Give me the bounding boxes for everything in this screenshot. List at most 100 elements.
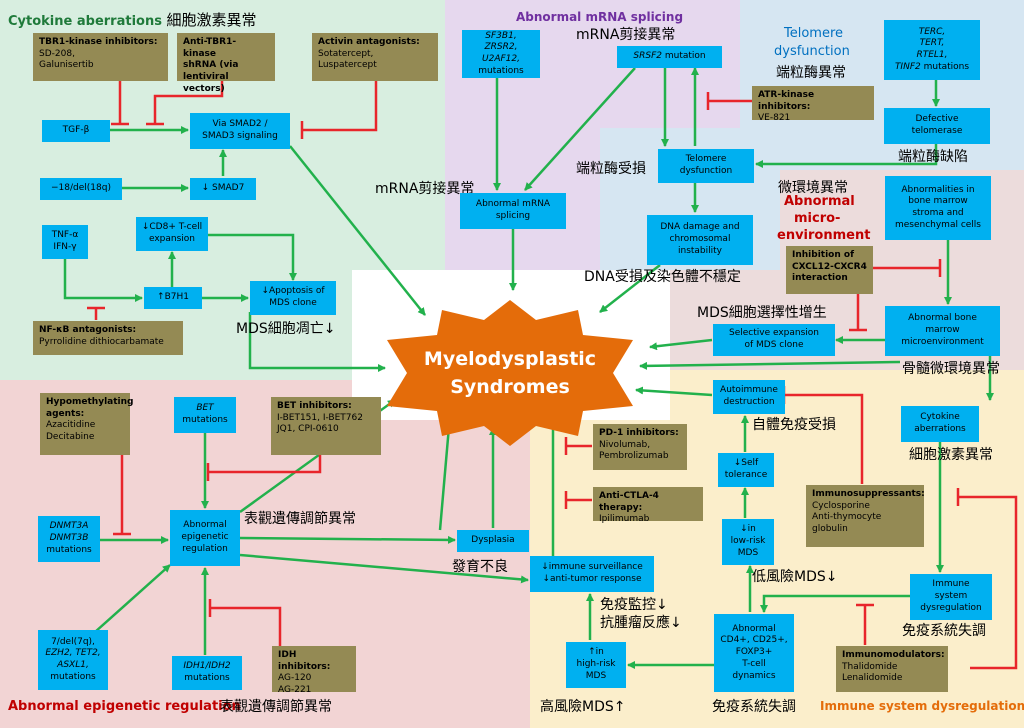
apoptosis-line1: ↓Apoptosis of (261, 286, 325, 297)
telomere-title-1: Telomere (784, 26, 844, 41)
cytokine-ab-line1: Cytokine (920, 412, 960, 423)
tbr1-inhibitors-line1: SD-208, (39, 48, 75, 59)
dna-line2: chromosomal (669, 234, 731, 245)
tbr1-inhibitors-box: TBR1-kinase inhibitors: SD-208, Galunise… (33, 33, 168, 81)
inhibit-immunomod (856, 603, 874, 645)
epi-reg-line3: regulation (182, 543, 228, 554)
treg-line4: T-cell (742, 658, 766, 669)
abn-marrow-line1: Abnormal bone (908, 313, 977, 324)
arrow-epi-surv (239, 553, 529, 584)
inhibit-nfkb (87, 306, 105, 320)
idh-inhib-heading: IDH inhibitors: (278, 650, 331, 672)
dna-label-zh: DNA受損及染色體不穩定 (584, 269, 741, 285)
bet-mutations-box: BET mutations (174, 397, 236, 433)
mrna-title: Abnormal mRNA splicing (516, 10, 684, 24)
splicing-line1: Abnormal mRNA (475, 199, 551, 210)
inhibit-bracket (956, 488, 1018, 670)
center-line-1: Myelodysplastic (423, 347, 597, 370)
selective-line1: Selective expansion (728, 328, 820, 339)
terc-line2: TERT, (919, 38, 945, 49)
srsf2-text: mutation (661, 51, 706, 62)
cxcl-line2: CXCL12-CXCR4 (792, 261, 867, 272)
treg-box: Abnormal CD4+, CD25+, FOXP3+ T-cell dyna… (714, 614, 794, 692)
defective-line1: Defective (915, 114, 959, 125)
selective-line2: of MDS clone (744, 340, 804, 350)
hypometh-heading1: Hypomethylating (46, 397, 134, 407)
telomere-title-2: dysfunction (774, 44, 850, 59)
micro-title-1: Abnormal (784, 194, 855, 209)
self-tol-line2: tolerance (724, 470, 768, 480)
low-risk-box: ↓in low-risk MDS (722, 519, 774, 565)
ctla4-line1: Ipilimumab (599, 514, 650, 525)
center-star (387, 300, 633, 446)
dna-damage-box: DNA damage and chromosomal instability (647, 215, 753, 265)
immune-dysregulation-box: Immune system dysregulation (910, 574, 992, 620)
arrow-tnf-b7h1 (63, 258, 143, 302)
nfkb-antagonists-box: NF-κB antagonists: Pyrrolidine dithiocar… (33, 321, 183, 355)
low-risk-line2: low-risk (730, 536, 766, 547)
apoptosis-box: ↓Apoptosis of MDS clone (250, 281, 336, 315)
high-risk-line3: MDS (585, 670, 607, 681)
abn-marrow-line2: marrow (925, 325, 960, 336)
sf3b1-line2: ZRSR2, (484, 42, 518, 53)
defective-line2: telomerase (911, 126, 963, 136)
ctla4-box: Anti-CTLA-4 therapy: Ipilimumab (593, 487, 703, 524)
self-tolerance-box: ↓Self tolerance (718, 453, 774, 487)
nfkb-heading: NF-κB antagonists: (39, 325, 137, 335)
mds-sel-label-zh: MDS細胞選擇性增生 (697, 305, 827, 321)
inhibit-idh (208, 599, 282, 648)
splicing-line2: splicing (495, 211, 531, 221)
low-risk-label-zh: 低風險MDS↓ (752, 569, 838, 585)
micro-title-zh: 微環境異常 (778, 180, 848, 196)
immunosuppressants-box: Immunosuppressants: Cyclosporine Anti-th… (806, 485, 925, 547)
autoimmune-line2: destruction (723, 397, 775, 407)
epigenetic-title: Abnormal epigenetic regulation (8, 699, 241, 714)
bet-mut-gene: BET (196, 403, 214, 414)
dnmt-box: DNMT3A DNMT3B mutations (38, 516, 100, 562)
telo-dys-line1: Telomere (685, 154, 727, 165)
autoimmune-line1: Autoimmune (720, 385, 778, 396)
telo-dys-line2: dysfunction (679, 166, 733, 176)
treg-line3: FOXP3+ (735, 647, 773, 658)
terc-line4b: mutations (920, 61, 970, 72)
inhibit-atr (706, 92, 752, 110)
arrow-srsf2-splicing (524, 67, 636, 191)
hypometh-heading2: agents: (46, 408, 85, 419)
smad23-box: Via SMAD2 / SMAD3 signaling (190, 113, 290, 149)
high-risk-line2: high-risk (576, 659, 616, 670)
atr-line1: VE-821 (758, 113, 791, 124)
anti-tbr1-line3: lentiviral vectors) (183, 72, 229, 94)
tbr1-inhibitors-heading: TBR1-kinase inhibitors: (39, 37, 158, 47)
ctla4-heading: Anti-CTLA-4 therapy: (599, 491, 659, 513)
immune-title-zh: 免疫系統失調 (712, 699, 796, 715)
dysplasia-label-zh: 發育不良 (452, 559, 508, 575)
pd1-line2: Pembrolizumab (599, 451, 669, 462)
cd8-line2: expansion (148, 234, 196, 244)
hypometh-line2: Decitabine (46, 432, 95, 443)
high-risk-label-zh: 高風險MDS↑ (540, 699, 626, 715)
terc-line3: RTEL1, (916, 50, 948, 60)
immunomod-line2: Lenalidomide (842, 673, 903, 684)
marrow-label-zh: 骨髓微環境異常 (902, 361, 1000, 377)
atr-inhibitors-box: ATR-kinase inhibitors: VE-821 (752, 86, 874, 123)
apop-label-zh: MDS細胞凋亡↓ (236, 321, 336, 337)
idh-mut-line2: mutations (184, 673, 230, 683)
marrow-line1: Abnormalities in (901, 184, 975, 195)
telo-label-zh: 端粒酶受損 (576, 161, 646, 177)
arrow-cd8-apop (208, 233, 297, 281)
idh-mut-line1: IDH1/IDH2 (183, 661, 231, 672)
dnmt-line2: DNMT3B (49, 533, 89, 544)
hypomethylating-box: Hypomethylating agents: Azacitidine Deci… (40, 393, 134, 455)
arrow-selective-center (649, 338, 713, 351)
inhibit-cxcl-2 (849, 294, 867, 332)
nfkb-line1: Pyrrolidine dithiocarbamate (39, 336, 164, 347)
immune-surveillance-box: ↓immune surveillance ↓anti-tumor respons… (530, 556, 654, 592)
marrow-line4: mesenchymal cells (894, 219, 982, 230)
low-risk-line1: ↓in (740, 524, 756, 535)
surv-label-zh-1: 免疫監控↓ (600, 597, 668, 613)
del7-line2: EZH2, TET2, (45, 648, 101, 659)
inhibit-hypo (113, 455, 131, 536)
idh-inhib-line2: AG-221 (278, 685, 312, 696)
cytokine-aberrations-box: Cytokine aberrations (901, 406, 979, 442)
